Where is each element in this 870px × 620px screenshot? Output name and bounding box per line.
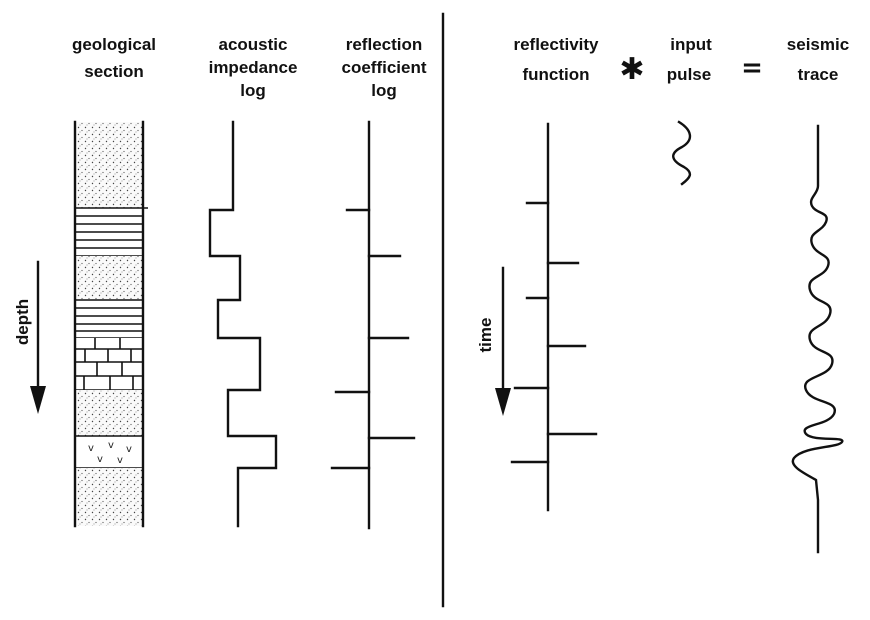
seismic-trace-waveform: [791, 124, 844, 554]
header-reflectivity-line-2: function: [522, 65, 589, 84]
header-input-line-1: input: [670, 35, 712, 54]
time-arrow-head: [495, 388, 511, 416]
header-reflection-line-2: coefficient: [341, 58, 426, 77]
volcanic-layer: v v v v v: [75, 435, 143, 469]
header-acoustic-impedance-log: acoustic impedance log: [209, 35, 298, 100]
header-reflection-coefficient-log: reflection coefficient log: [341, 35, 426, 100]
depth-arrow-head: [30, 386, 46, 414]
header-reflection-line-3: log: [371, 81, 397, 100]
svg-text:v: v: [126, 444, 132, 455]
time-label: time: [476, 318, 495, 353]
header-geological-section: geological section: [72, 35, 156, 81]
shale-layer: [75, 299, 143, 339]
header-reflection-line-1: reflection: [346, 35, 423, 54]
time-axis: time: [476, 266, 511, 416]
convolution-operator: ✱: [619, 52, 644, 87]
header-seismic-line-1: seismic: [787, 35, 849, 54]
header-reflectivity-function: reflectivity function: [513, 35, 599, 84]
geological-section-column: v v v v v: [73, 120, 148, 528]
acoustic-impedance-curve: [208, 120, 278, 528]
sandstone-layer: [75, 390, 143, 436]
reflection-coefficient-log: [330, 120, 416, 530]
depth-axis: depth: [13, 260, 46, 414]
sandstone-layer: [75, 122, 143, 208]
sandstone-layer: [75, 468, 143, 526]
header-geological-line-2: section: [84, 62, 144, 81]
header-acoustic-line-1: acoustic: [219, 35, 288, 54]
shale-layer: [75, 207, 148, 257]
header-geological-line-1: geological: [72, 35, 156, 54]
input-pulse-wavelet: [672, 120, 692, 186]
header-seismic-trace: seismic trace: [787, 35, 849, 84]
svg-text:v: v: [108, 440, 114, 451]
header-acoustic-line-3: log: [240, 81, 266, 100]
header-seismic-line-2: trace: [798, 65, 839, 84]
header-reflectivity-line-1: reflectivity: [513, 35, 599, 54]
svg-text:v: v: [117, 455, 123, 466]
svg-text:v: v: [97, 454, 103, 465]
header-input-line-2: pulse: [667, 65, 711, 84]
limestone-layer: [75, 338, 143, 391]
equals-operator: =: [741, 53, 763, 83]
reflectivity-function: [510, 122, 598, 512]
header-input-pulse: input pulse: [667, 35, 712, 84]
depth-label: depth: [13, 299, 32, 345]
sandstone-layer: [75, 256, 143, 300]
header-acoustic-line-2: impedance: [209, 58, 298, 77]
svg-text:v: v: [88, 443, 94, 454]
